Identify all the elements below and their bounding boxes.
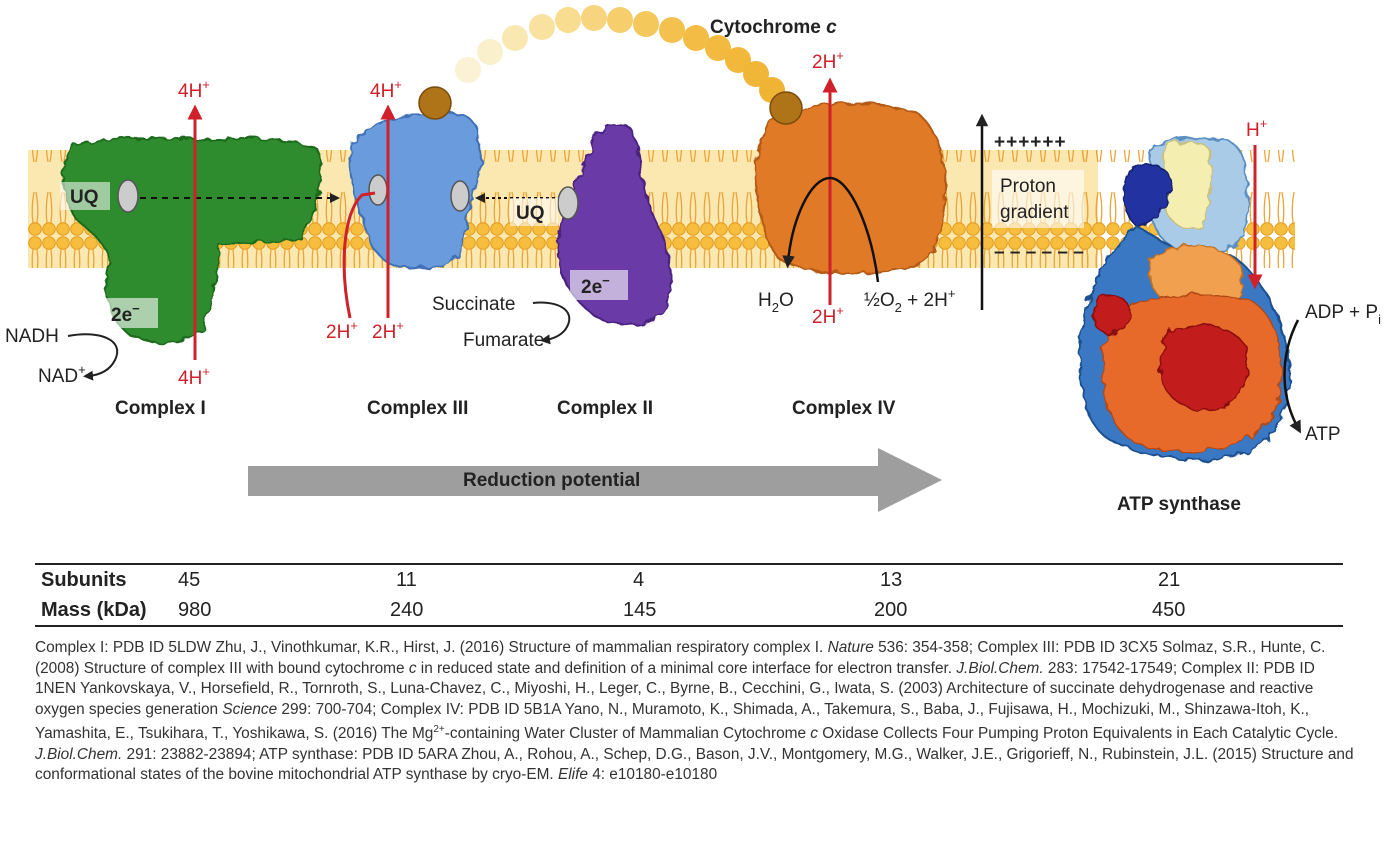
- adp-to-atp-arrow: [1283, 319, 1301, 434]
- proton-gradient-line1: Proton: [1000, 176, 1056, 197]
- mass-complex-iv: 200: [874, 599, 908, 621]
- nad-label: NAD+: [38, 362, 86, 387]
- atp-label: ATP: [1305, 424, 1341, 445]
- adp-pi-label: ADP + Pi: [1305, 302, 1381, 327]
- mass-complex-iii: 240: [390, 599, 424, 621]
- cytochrome-c-label: Cytochrome c: [710, 17, 837, 38]
- uq-label-bg-1: [60, 182, 110, 210]
- uq-label-bg-2: [510, 198, 558, 226]
- complex-table: Subunits 45 11 4 13 21 Mass (kDa) 980 24…: [35, 563, 1343, 627]
- atp-synthase-name: ATP synthase: [1117, 494, 1241, 515]
- subunits-complex-ii: 4: [633, 569, 645, 591]
- complex-i-4h-top: 4H+: [178, 77, 210, 102]
- uq-disc-4: [557, 186, 579, 220]
- mass-row: Mass (kDa) 980 240 145 200 450: [35, 595, 1343, 625]
- proton-gradient-line2: gradient: [1000, 202, 1069, 223]
- complex-ii-name: Complex II: [557, 398, 653, 419]
- nadh-arrow: [67, 333, 119, 381]
- subunits-complex-iii: 11: [396, 569, 417, 591]
- etc-diagram: Cytochrome c UQ UQ 2e− 2e− NADH NAD+ 4H+…: [5, 5, 1381, 515]
- citation-text: Complex I: PDB ID 5LDW Zhu, J., Vinothku…: [35, 639, 1354, 784]
- complex-i-name: Complex I: [115, 398, 206, 419]
- two-e-label-1: 2e−: [111, 301, 140, 326]
- reduction-potential-label: Reduction potential: [463, 470, 640, 491]
- oxygen-to-water-arrow: [782, 176, 880, 283]
- two-e-bg-1: [100, 298, 158, 328]
- minus-charges: – – – – – –: [994, 242, 1084, 263]
- uq-disc-3: [450, 180, 470, 212]
- complex-iii-2h-right: 2H+: [372, 318, 404, 343]
- complex-iv-2h-bottom: 2H+: [812, 303, 844, 328]
- two-e-bg-2: [570, 270, 628, 300]
- complex-iv-structure: [754, 102, 947, 275]
- uq-label-1: UQ: [70, 187, 99, 208]
- succinate-label: Succinate: [432, 294, 515, 315]
- cytochrome-c-beads: [418, 5, 803, 125]
- reduction-potential-arrow: [248, 448, 942, 512]
- mass-complex-i: 980: [178, 599, 212, 621]
- complex-iii-4h-top: 4H+: [370, 77, 402, 102]
- two-e-label-2: 2e−: [581, 273, 610, 298]
- uq-disc-1: [117, 179, 139, 213]
- atp-synthase-structure: [1078, 137, 1291, 461]
- subunits-header: Subunits: [41, 569, 127, 591]
- complex-iv-2h-top: 2H+: [812, 48, 844, 73]
- complex-iii-2h-left: 2H+: [326, 318, 358, 343]
- uq-label-2: UQ: [516, 203, 545, 224]
- mass-header: Mass (kDa): [41, 599, 147, 621]
- atp-synthase-h-label: H+: [1246, 116, 1267, 141]
- plus-charges: ++++++: [994, 132, 1067, 153]
- nadh-label: NADH: [5, 326, 59, 347]
- fumarate-label: Fumarate: [463, 330, 544, 351]
- subunits-complex-i: 45: [178, 569, 201, 591]
- complex-i-4h-bottom: 4H+: [178, 364, 210, 389]
- water-label: H2O: [758, 290, 794, 315]
- complex-iii-name: Complex III: [367, 398, 468, 419]
- subunits-atp-synthase: 21: [1158, 569, 1181, 591]
- mass-complex-ii: 145: [623, 599, 657, 621]
- uq-disc-2: [368, 174, 388, 206]
- proton-gradient-bg: [992, 170, 1084, 228]
- succinate-arrow: [532, 301, 571, 345]
- complex-iv-name: Complex IV: [792, 398, 896, 419]
- mass-atp-synthase: 450: [1152, 599, 1186, 621]
- complex-iii-proton-loop: [342, 191, 376, 319]
- oxygen-label: ½O2 + 2H+: [864, 286, 955, 315]
- subunits-complex-iv: 13: [880, 569, 903, 591]
- subunits-row: Subunits 45 11 4 13 21: [35, 565, 1343, 595]
